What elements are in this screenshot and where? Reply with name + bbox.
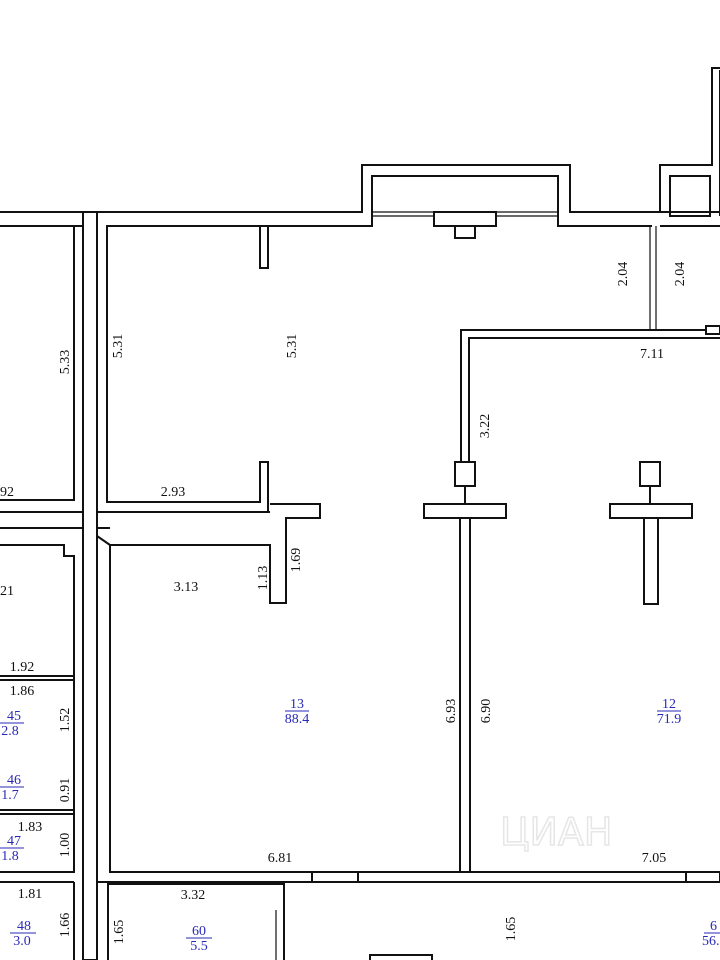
- room-12-area: 71.9: [657, 712, 682, 727]
- dim-6-81: 6.81: [268, 851, 293, 866]
- dim-0-91: 0.91: [58, 778, 73, 803]
- room-48-area: 3.0: [13, 934, 31, 949]
- room-48-number: 48: [17, 919, 31, 934]
- dim-1-86: 1.86: [10, 684, 35, 699]
- dim-7-05: 7.05: [642, 851, 667, 866]
- room-13-walls: [96, 503, 686, 883]
- room-12-label: 12 71.9: [657, 697, 682, 727]
- dim-1-65-a: 1.65: [112, 920, 127, 945]
- outer-wall-top: [0, 67, 720, 239]
- room-47-number: 47: [7, 834, 21, 849]
- dim-1-69: 1.69: [289, 548, 304, 573]
- room-47-area: 1.8: [1, 849, 19, 864]
- dim-2-04-b: 2.04: [673, 262, 688, 287]
- room-13-number: 13: [290, 697, 304, 712]
- room-top-left: [0, 225, 75, 501]
- dim-1-65-b: 1.65: [504, 917, 519, 942]
- dim-1-83: 1.83: [18, 820, 43, 835]
- dim-5-33: 5.33: [58, 350, 73, 375]
- dim-3-32: 3.32: [181, 888, 206, 903]
- room-6x-label: 6 56.: [702, 919, 720, 949]
- room-47-label: 47 1.8: [0, 834, 24, 864]
- room-46-label: 46 1.7: [0, 773, 24, 803]
- room-12-number: 12: [662, 697, 676, 712]
- dim-6-93: 6.93: [444, 699, 459, 724]
- dim-1-00: 1.00: [58, 833, 73, 858]
- room-12-walls: [460, 226, 720, 883]
- left-small-rooms: [0, 544, 75, 960]
- room-60-number: 60: [192, 924, 206, 939]
- dim-1-52: 1.52: [58, 708, 73, 733]
- dim-7-11: 7.11: [640, 347, 664, 362]
- room-531: [106, 226, 269, 512]
- room-45-area: 2.8: [1, 724, 19, 739]
- dim-5-31-b: 5.31: [285, 334, 300, 359]
- dim-3-13: 3.13: [174, 580, 199, 595]
- dim-2-04-a: 2.04: [616, 262, 631, 287]
- room-60-label: 60 5.5: [186, 924, 212, 954]
- dim-2-93: 2.93: [161, 485, 186, 500]
- dim-5-31-a: 5.31: [111, 334, 126, 359]
- room-45-number: 45: [7, 709, 21, 724]
- room-46-area: 1.7: [1, 788, 19, 803]
- room-13-label: 13 88.4: [285, 697, 310, 727]
- room-45-label: 45 2.8: [0, 709, 24, 739]
- room-46-number: 46: [7, 773, 21, 788]
- dimension-labels: 5.33 5.31 5.31 2.04 2.04 7.11 3.22 92 2.…: [0, 262, 688, 945]
- dim-3-22: 3.22: [478, 414, 493, 439]
- dim-6-90: 6.90: [479, 699, 494, 724]
- dim-1-81: 1.81: [18, 887, 43, 902]
- room-13-area: 88.4: [285, 712, 310, 727]
- room-60-area: 5.5: [190, 939, 208, 954]
- columns: [423, 461, 693, 873]
- room-6x-number: 6: [710, 919, 717, 934]
- dim-1-13: 1.13: [256, 566, 271, 591]
- room-6x-area: 56.: [702, 934, 720, 949]
- bottom-rooms: [107, 883, 433, 960]
- room-48-label: 48 3.0: [10, 919, 36, 949]
- dim-21: 21: [0, 584, 14, 599]
- dim-1-92: 1.92: [10, 660, 35, 675]
- watermark: ЦИАН: [500, 810, 613, 854]
- corridor-walls: [0, 211, 270, 960]
- dim-1-66: 1.66: [58, 913, 73, 938]
- dim-92: 92: [0, 485, 14, 500]
- room-labels: 13 88.4 12 71.9 45 2.8 46 1.7 47 1.8 48 …: [0, 697, 720, 954]
